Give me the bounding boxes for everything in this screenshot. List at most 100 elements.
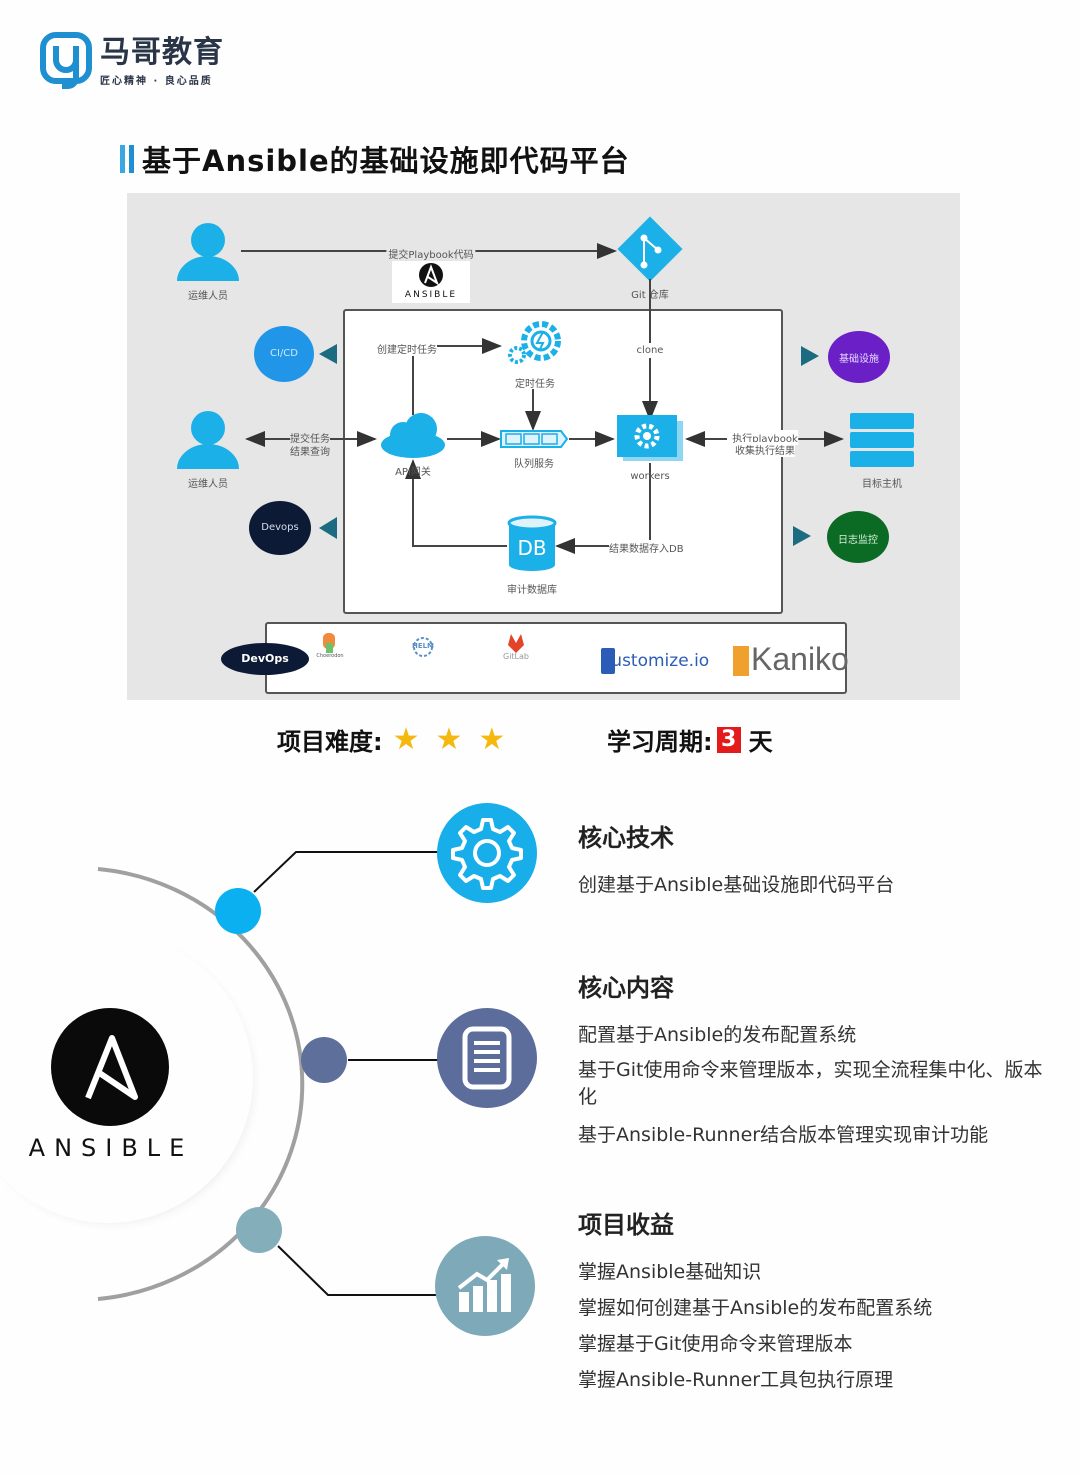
label-ops-mid: 运维人员 [188, 479, 228, 490]
tool-choerodon: Choerodon [316, 653, 344, 659]
tool-kustomize: Kustomize.io [601, 651, 710, 671]
ops-person-mid-icon [177, 411, 239, 469]
star-icon: ★ [392, 722, 420, 757]
feature-item: 基于Ansible-Runner结合版本管理实现审计功能 [578, 1124, 989, 1146]
label-git: Git 仓库 [631, 290, 669, 301]
difficulty: 项目难度: ★ ★ ★ [277, 722, 511, 757]
feature-item: 创建基于Ansible基础设施即代码平台 [578, 874, 895, 896]
platform-box [343, 309, 783, 614]
period-value: 3 [716, 726, 741, 753]
ansible-logo-icon [51, 1008, 169, 1126]
star-icon: ★ [478, 722, 506, 757]
feature-item: 配置基于Ansible的发布配置系统 [578, 1024, 857, 1046]
feature-item: 掌握Ansible-Runner工具包执行原理 [578, 1369, 894, 1391]
label-log-monitor: 日志监控 [838, 535, 878, 546]
audit-db-icon [507, 515, 557, 571]
label-cicd: CI/CD [270, 348, 298, 359]
helm-logo-icon [413, 637, 433, 657]
difficulty-label: 项目难度: [277, 728, 383, 756]
brand-logo: 马哥教育 匠心精神 · 良心品质 [40, 32, 224, 90]
core-tech-badge [437, 803, 537, 903]
feature-title: 项目收益 [578, 1211, 674, 1239]
label-devops-badge: DevOps [241, 652, 289, 665]
feature-item: 掌握Ansible基础知识 [578, 1261, 762, 1283]
label-collect-result: 收集执行结果 [735, 442, 795, 457]
label-exec-playbook: 执行playbook [732, 430, 798, 445]
label-query-result: 结果查询 [290, 443, 330, 458]
queue-service-icon [500, 430, 569, 448]
hub-dot-benefit [236, 1207, 282, 1253]
arrow-left-icon [319, 344, 337, 364]
label-scheduler: 定时任务 [515, 379, 555, 390]
chart-growth-icon [457, 1258, 511, 1312]
label-api-gateway: API网关 [395, 467, 431, 478]
core-content-badge [437, 1008, 537, 1108]
log-monitor-node [827, 511, 889, 563]
star-icon: ★ [435, 722, 463, 757]
brand-logo-icon [40, 32, 92, 89]
difficulty-stars: ★ ★ ★ [383, 722, 512, 757]
feature-item: 掌握基于Git使用命令来管理版本 [578, 1333, 853, 1355]
feature-title: 核心内容 [578, 974, 674, 1002]
ansible-hub-text: ANSIBLE [28, 1134, 194, 1162]
connector-line [277, 1245, 440, 1296]
label-clone: clone [636, 343, 664, 358]
infra-node [828, 331, 890, 383]
feature-core-tech: 核心技术 创建基于Ansible基础设施即代码平台 [578, 818, 894, 903]
ops-person-top-icon [177, 223, 239, 281]
document-icon [462, 1026, 512, 1090]
label-workers: workers [630, 471, 670, 482]
diagram-canvas [177, 216, 914, 694]
devops-badge [221, 643, 309, 675]
gear-icon [451, 818, 523, 890]
page-title: 基于Ansible的基础设施即代码平台 [142, 144, 630, 178]
brand-slogan: 匠心精神 · 良心品质 [100, 75, 213, 87]
devops-node [249, 501, 311, 555]
arrow-left-icon [319, 517, 337, 539]
arrow-right-icon [793, 526, 811, 546]
hub-dot-tech [215, 888, 261, 934]
hub-graphic [0, 851, 440, 1301]
kustomize-logo-icon [601, 648, 615, 674]
architecture-diagram: 运维人员 提交Playbook代码 ANSIBLE Git 仓库 CI/CD 基… [127, 193, 960, 700]
target-hosts-server-icon [850, 413, 914, 467]
feature-item: 掌握如何创建基于Ansible的发布配置系统 [578, 1297, 933, 1319]
benefit-badge [435, 1236, 535, 1336]
hub-dot-content [301, 1037, 347, 1083]
feature-title: 核心技术 [578, 824, 674, 852]
label-submit-task: 提交任务 [290, 430, 330, 445]
cicd-node [254, 326, 314, 382]
label-devops-node: Devops [261, 522, 299, 533]
tool-helm: HELM [411, 642, 435, 650]
section-title: 基于Ansible的基础设施即代码平台 [120, 138, 630, 180]
label-db: DB [517, 536, 547, 560]
arrow-right-icon [801, 346, 819, 366]
label-submit-playbook: 提交Playbook代码 [386, 246, 476, 261]
label-ops-top: 运维人员 [188, 291, 228, 302]
scheduler-gear-icon [508, 321, 561, 364]
brand-name: 马哥教育 [100, 34, 224, 70]
study-period: 学习周期: 3 天 [607, 722, 773, 757]
api-gateway-cloud-icon [381, 413, 445, 458]
feature-benefits: 项目收益 掌握Ansible基础知识 掌握如何创建基于Ansible的发布配置系… [578, 1205, 932, 1398]
kaniko-logo-icon [733, 646, 749, 676]
label-infra: 基础设施 [839, 354, 879, 365]
period-label: 学习周期: [607, 728, 713, 756]
label-target-hosts: 目标主机 [862, 479, 902, 490]
tool-kaniko: Kaniko [751, 641, 849, 677]
title-accent-bars [120, 145, 134, 173]
workers-gear-icon [617, 415, 683, 461]
label-ansible-logo: ANSIBLE [404, 290, 458, 300]
hub-arc [97, 867, 305, 1301]
label-create-cron: 创建定时任务 [377, 341, 437, 356]
feature-item: 基于Git使用命令来管理版本，实现全流程集中化、版本化 [578, 1059, 1043, 1108]
choerodon-logo-icon [323, 633, 335, 653]
label-audit-db: 审计数据库 [507, 585, 557, 596]
tool-gitlab: GitLab [503, 652, 529, 661]
ansible-small-logo-icon [392, 257, 470, 303]
connector-line [253, 851, 440, 893]
git-repo-icon [617, 216, 683, 282]
gitlab-logo-icon [508, 634, 524, 653]
feature-core-content: 核心内容 配置基于Ansible的发布配置系统 基于Git使用命令来管理版本，实… [578, 968, 1048, 1153]
label-store-db: 结果数据存入DB [609, 540, 684, 555]
